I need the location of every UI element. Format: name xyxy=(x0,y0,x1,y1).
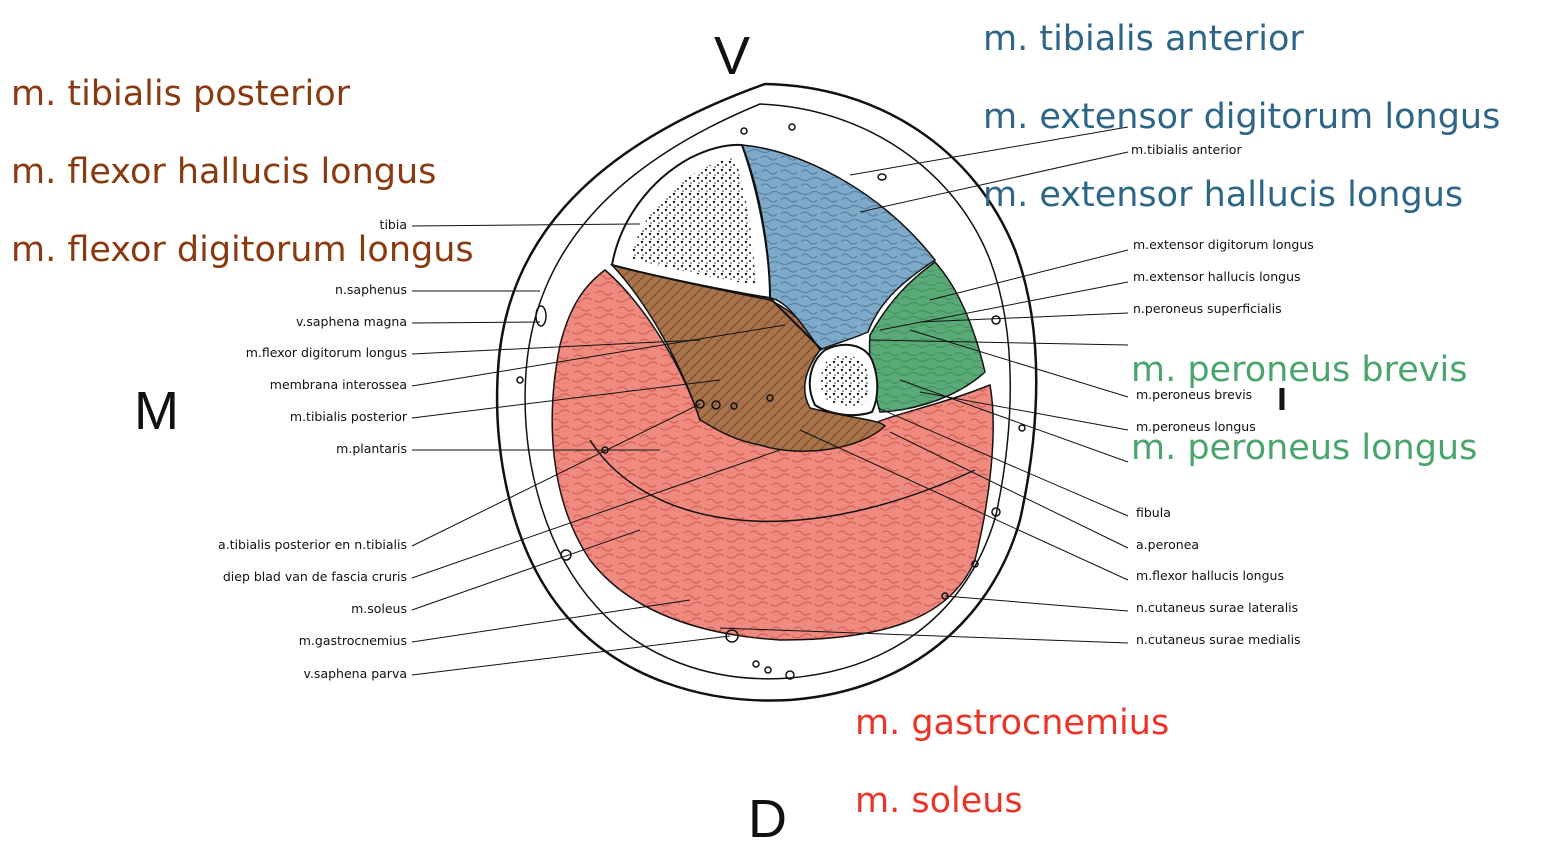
label-tibia: tibia xyxy=(379,217,407,232)
label-v-saphena-magna: v.saphena magna xyxy=(295,314,407,329)
label-m-gastrocnemius: m.gastrocnemius xyxy=(298,633,407,648)
label-m-extensor-digitorum-longus: m.extensor digitorum longus xyxy=(1133,237,1314,252)
label-m-flexor-hallucis-longus: m.flexor hallucis longus xyxy=(1136,568,1284,583)
label-m-soleus: m.soleus xyxy=(351,601,407,616)
group-label-tibialis-posterior: m. tibialis posterior xyxy=(11,74,351,114)
label-m-peroneus-longus: m.peroneus longus xyxy=(1136,419,1256,434)
leader-lines-right xyxy=(719,126,1129,644)
label-fibula: fibula xyxy=(1136,505,1171,520)
orientation-dorsal: D xyxy=(748,789,787,849)
group-label-flexor-digitorum-longus: m. flexor digitorum longus xyxy=(11,230,474,270)
orientation-ventral: V xyxy=(714,26,751,86)
group-label-tibialis-anterior: m. tibialis anterior xyxy=(983,19,1304,59)
label-m-plantaris: m.plantaris xyxy=(336,441,407,456)
label-membrana-interossea: membrana interossea xyxy=(269,377,407,392)
label-n-cutaneus-surae-medialis: n.cutaneus surae medialis xyxy=(1136,632,1301,647)
group-label-soleus: m. soleus xyxy=(855,781,1023,821)
membrana-interossea-line xyxy=(769,297,823,351)
label-m-tibialis-anterior: m.tibialis anterior xyxy=(1131,142,1242,157)
group-label-gastrocnemius: m. gastrocnemius xyxy=(855,703,1170,743)
orientation-lateral: L xyxy=(1275,380,1306,410)
soleus-gastrocnemius-boundary xyxy=(589,439,976,523)
label-m-peroneus-brevis: m.peroneus brevis xyxy=(1136,387,1253,402)
label-n-cutaneus-surae-lateralis: n.cutaneus surae lateralis xyxy=(1136,600,1299,615)
group-label-flexor-hallucis-longus: m. flexor hallucis longus xyxy=(11,152,437,192)
label-m-flexor-digitorum-longus: m.flexor digitorum longus xyxy=(245,345,407,360)
group-label-peroneus-longus: m. peroneus longus xyxy=(1131,428,1478,468)
label-m-extensor-hallucis-longus: m.extensor hallucis longus xyxy=(1133,269,1301,284)
vessel-markers xyxy=(516,123,1026,680)
label-a-peronea: a.peronea xyxy=(1136,537,1200,552)
label-diep-blad-van-de-fascia-cruris: diep blad van de fascia cruris xyxy=(222,569,407,584)
label-v-saphena-parva: v.saphena parva xyxy=(303,666,407,681)
label-a-tibialis-posterior-en-n-tibialis: a.tibialis posterior en n.tibialis xyxy=(218,537,407,552)
label-m-tibialis-posterior: m.tibialis posterior xyxy=(289,409,407,424)
leader-lines-left xyxy=(411,223,786,676)
label-n-peroneus-superficialis: n.peroneus superficialis xyxy=(1133,301,1282,316)
label-n-saphenus: n.saphenus xyxy=(335,282,407,297)
group-label-peroneus-brevis: m. peroneus brevis xyxy=(1131,350,1468,390)
fascia-outline xyxy=(524,103,1011,680)
orientation-medial: M xyxy=(134,381,179,441)
group-label-extensor-digitorum-longus: m. extensor digitorum longus xyxy=(983,97,1501,137)
group-label-extensor-hallucis-longus: m. extensor hallucis longus xyxy=(983,175,1464,215)
